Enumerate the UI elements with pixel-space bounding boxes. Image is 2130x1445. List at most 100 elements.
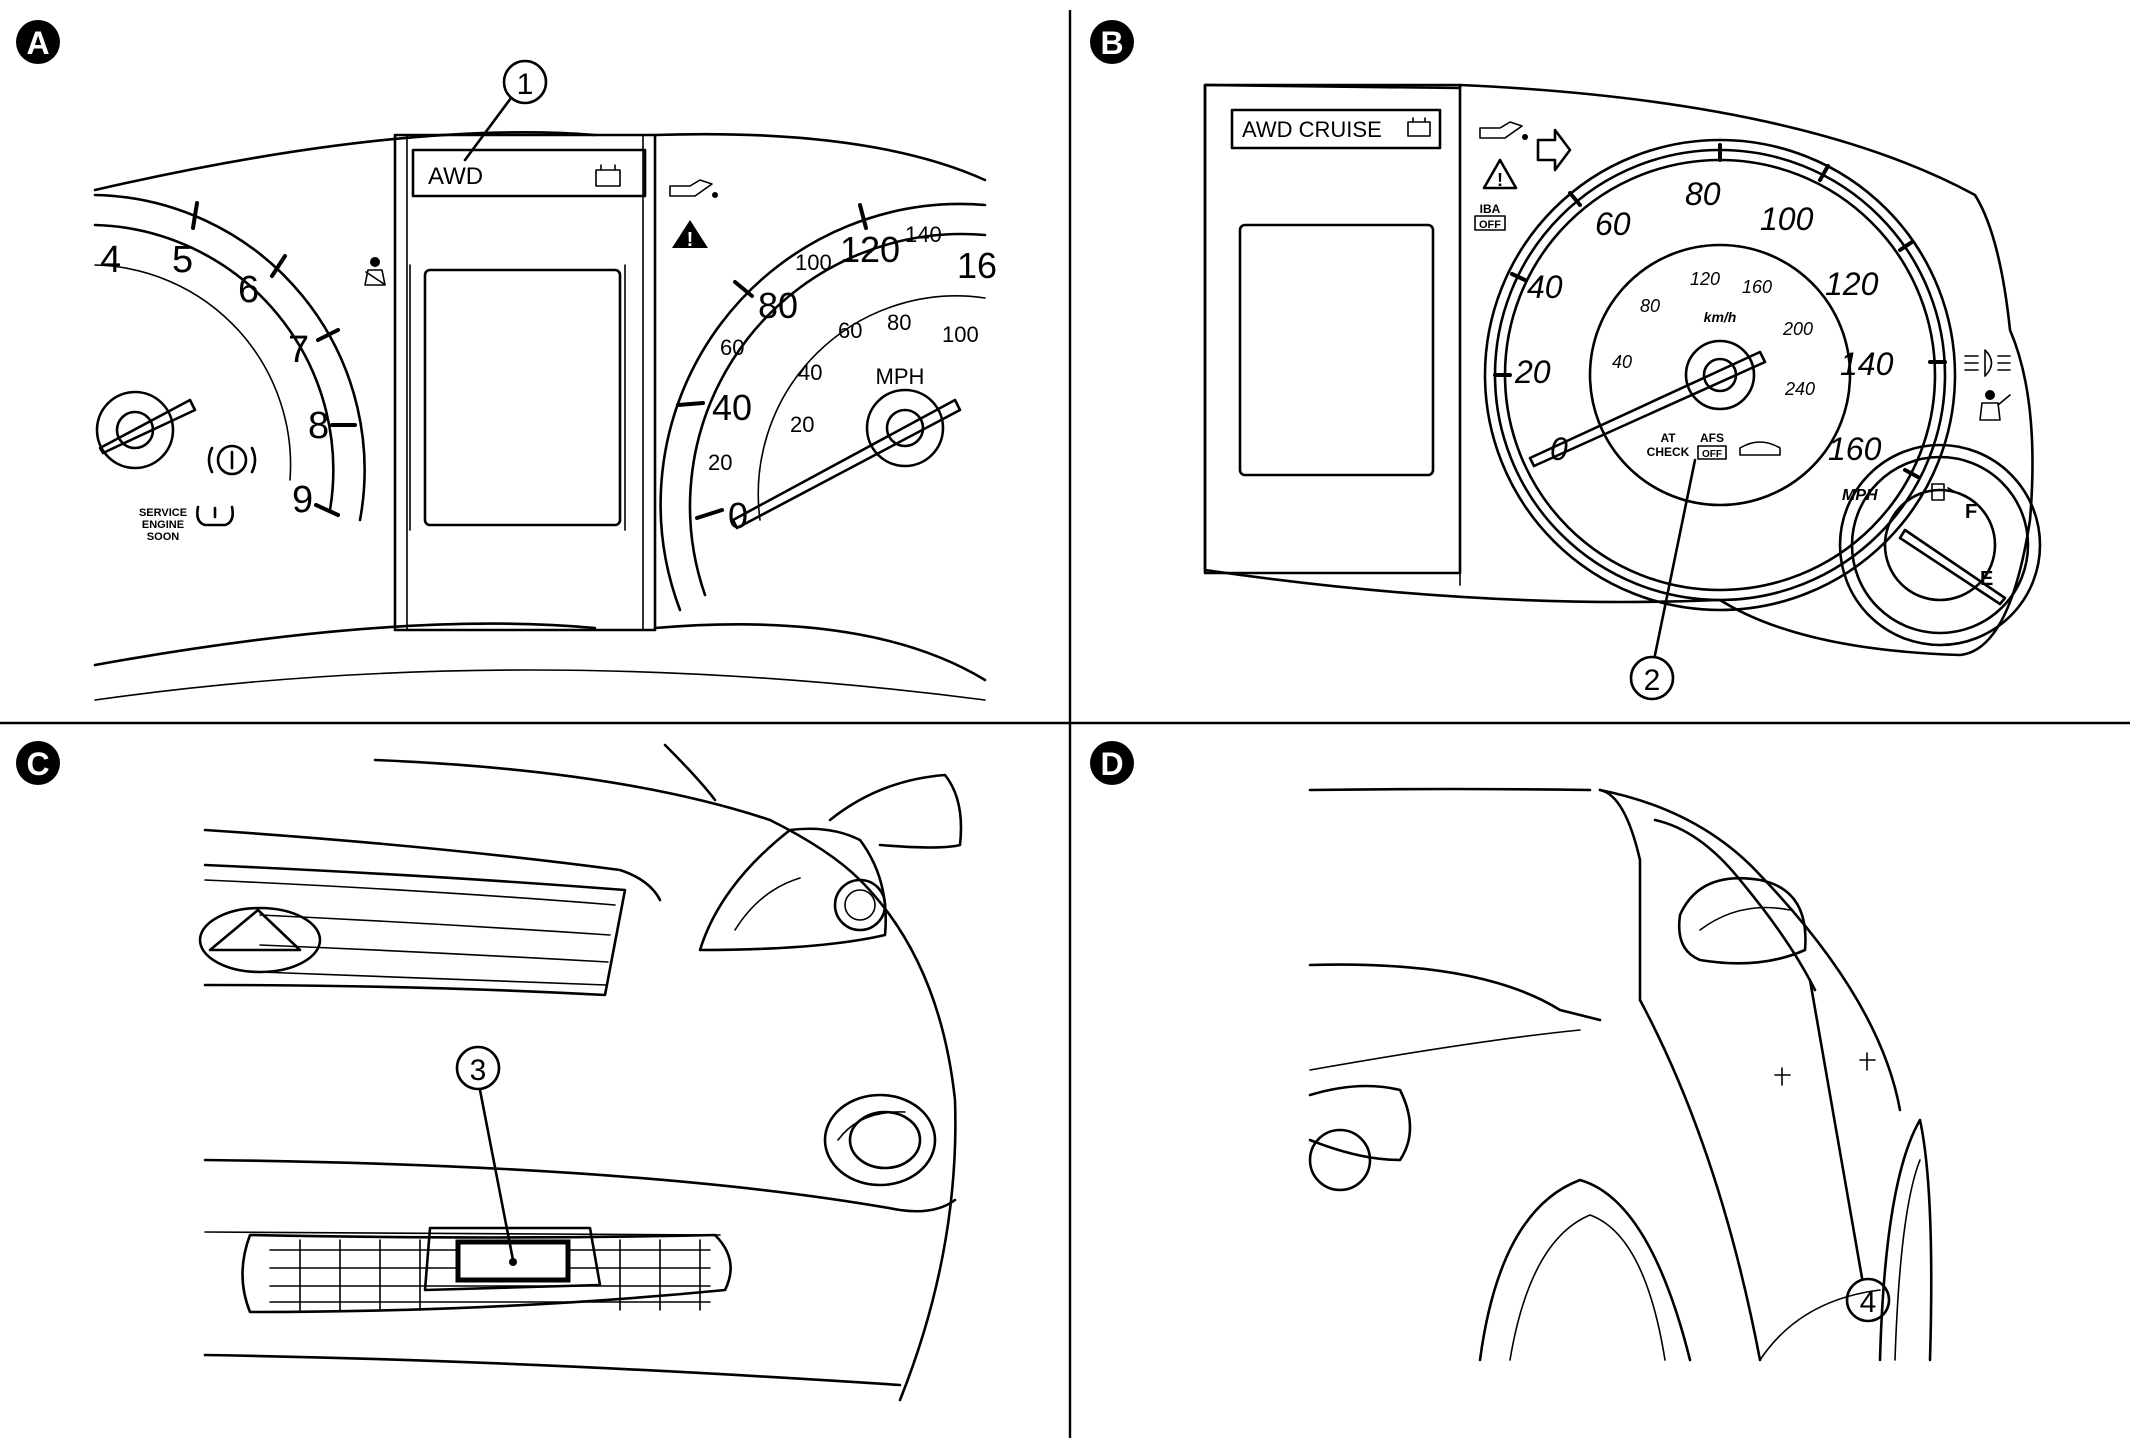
tire-pressure-icon bbox=[196, 505, 234, 527]
body-crease bbox=[1309, 1029, 1581, 1071]
hood-line bbox=[1308, 963, 1602, 1022]
b-mph-60: 60 bbox=[1595, 206, 1631, 242]
b-kmh-120: 120 bbox=[1690, 269, 1720, 289]
kmh-label-60: 60 bbox=[838, 318, 862, 343]
panel-b-letter-badge: B bbox=[1090, 20, 1134, 64]
rear-wheel bbox=[1878, 1118, 1933, 1362]
svg-text:ENGINE: ENGINE bbox=[142, 519, 184, 531]
door-front-edge bbox=[1638, 998, 1762, 1362]
callout-1: 1 bbox=[463, 59, 548, 162]
at-check-indicator: AT CHECK bbox=[1647, 431, 1690, 459]
roof-edge bbox=[1308, 787, 1592, 792]
tach-label-5: 5 bbox=[172, 239, 193, 281]
headlight bbox=[698, 827, 887, 952]
callout-2: 2 bbox=[1629, 458, 1697, 701]
cluster-lower-trim bbox=[94, 669, 986, 701]
svg-text:OFF: OFF bbox=[1702, 449, 1722, 460]
cluster-top-left-edge bbox=[93, 131, 597, 192]
panel-c-letter-badge: C bbox=[16, 741, 60, 785]
service-engine-soon-text: SERVICE ENGINE SOON bbox=[139, 507, 187, 543]
bumper-line bbox=[203, 1158, 957, 1213]
oil-pressure-icon-b bbox=[1479, 121, 1528, 140]
door-handles bbox=[1774, 1052, 1876, 1086]
tach-label-4: 4 bbox=[100, 239, 121, 281]
svg-text:IBA: IBA bbox=[1480, 202, 1501, 216]
panel-b-letter: B bbox=[1100, 25, 1123, 61]
fender-edge bbox=[858, 878, 957, 1402]
tach-label-9: 9 bbox=[292, 479, 313, 521]
speedometer-b: 0 20 40 60 80 100 120 140 160 40 80 120 … bbox=[1483, 138, 1957, 612]
svg-text:!: ! bbox=[687, 229, 694, 251]
panel-d-letter: D bbox=[1100, 746, 1123, 782]
airbag-icon bbox=[1979, 390, 2011, 421]
panel-d-letter-badge: D bbox=[1090, 741, 1134, 785]
tach-label-6: 6 bbox=[238, 269, 259, 311]
tachometer: 4 5 6 7 8 9 bbox=[93, 193, 366, 522]
cruise-car-icon bbox=[1739, 441, 1781, 456]
svg-text:OFF: OFF bbox=[1479, 219, 1501, 231]
panel-a-letter-badge: A bbox=[16, 20, 60, 64]
tach-needle bbox=[98, 398, 197, 455]
b-kmh-200: 200 bbox=[1782, 319, 1813, 339]
b-mph-0: 0 bbox=[1550, 431, 1568, 467]
callout-3: 3 bbox=[455, 1045, 515, 1262]
tach-label-8: 8 bbox=[308, 405, 329, 447]
panel-a-letter: A bbox=[26, 25, 49, 61]
brand-emblem-icon bbox=[198, 906, 322, 974]
b-kmh-unit: km/h bbox=[1704, 309, 1737, 325]
fuel-gauge: F E bbox=[1838, 443, 2042, 647]
brake-warning-icon bbox=[207, 444, 257, 476]
svg-text:AFS: AFS bbox=[1700, 431, 1724, 445]
panel-a: A 4 5 6 7 8 9 bbox=[16, 20, 997, 701]
b-mph-80: 80 bbox=[1685, 176, 1721, 212]
oil-pressure-icon bbox=[669, 179, 718, 198]
svg-text:SERVICE: SERVICE bbox=[139, 507, 187, 519]
mph-label-20: 20 bbox=[708, 450, 732, 475]
kmh-label-40: 40 bbox=[798, 360, 822, 385]
b-mph-140: 140 bbox=[1840, 346, 1894, 382]
a-pillar bbox=[1598, 788, 1902, 1112]
b-kmh-160: 160 bbox=[1742, 277, 1772, 297]
b-mph-20: 20 bbox=[1514, 354, 1551, 390]
b-kmh-40: 40 bbox=[1612, 352, 1632, 372]
hood-edge bbox=[373, 758, 862, 882]
cluster-bottom-right-edge bbox=[653, 623, 987, 682]
callout-4-number: 4 bbox=[1860, 1286, 1877, 1319]
callout-2-number: 2 bbox=[1644, 664, 1661, 697]
front-headlight-d bbox=[1308, 1084, 1412, 1192]
kmh-label-80: 80 bbox=[887, 310, 911, 335]
lcd-screen-b bbox=[1238, 223, 1435, 477]
battery-icon bbox=[595, 164, 621, 187]
fuel-full-label: F bbox=[1965, 501, 1977, 523]
b-speed-needle bbox=[1528, 350, 1767, 468]
mirror bbox=[828, 773, 963, 849]
battery-icon-b bbox=[1407, 117, 1431, 137]
b-kmh-240: 240 bbox=[1784, 379, 1815, 399]
callout-3-number: 3 bbox=[470, 1054, 487, 1087]
turn-signal-arrow-icon bbox=[1536, 128, 1572, 172]
callout-4: 4 bbox=[1808, 978, 1891, 1323]
front-wheel-arch bbox=[1478, 1178, 1692, 1362]
b-mph-100: 100 bbox=[1760, 201, 1814, 237]
center-display-b: AWD CRUISE bbox=[1203, 83, 1462, 575]
iba-off-indicator: IBA OFF bbox=[1474, 202, 1506, 231]
info-display-awd-text: AWD bbox=[428, 163, 483, 190]
fog-light bbox=[823, 1093, 937, 1187]
speed-needle bbox=[731, 398, 962, 530]
rocker-panel bbox=[1759, 1289, 1881, 1361]
mph-label-120: 120 bbox=[840, 229, 900, 270]
callout-1-number: 1 bbox=[517, 68, 534, 101]
fuel-needle bbox=[1898, 528, 2007, 606]
afs-off-indicator: AFS OFF bbox=[1697, 431, 1727, 460]
mph-label-100: 100 bbox=[795, 250, 832, 275]
b-mph-160: 160 bbox=[1828, 431, 1882, 467]
seatbelt-icon bbox=[364, 257, 386, 286]
bumper-crease bbox=[204, 1231, 721, 1236]
svg-text:!: ! bbox=[1497, 170, 1503, 190]
panel-b: B AWD CRUISE ! IBA OFF bbox=[1090, 20, 2042, 701]
master-warning-icon: ! bbox=[672, 220, 708, 251]
tach-label-7: 7 bbox=[288, 329, 309, 371]
headlight-icon bbox=[1964, 349, 2011, 377]
kmh-label-20: 20 bbox=[790, 412, 814, 437]
